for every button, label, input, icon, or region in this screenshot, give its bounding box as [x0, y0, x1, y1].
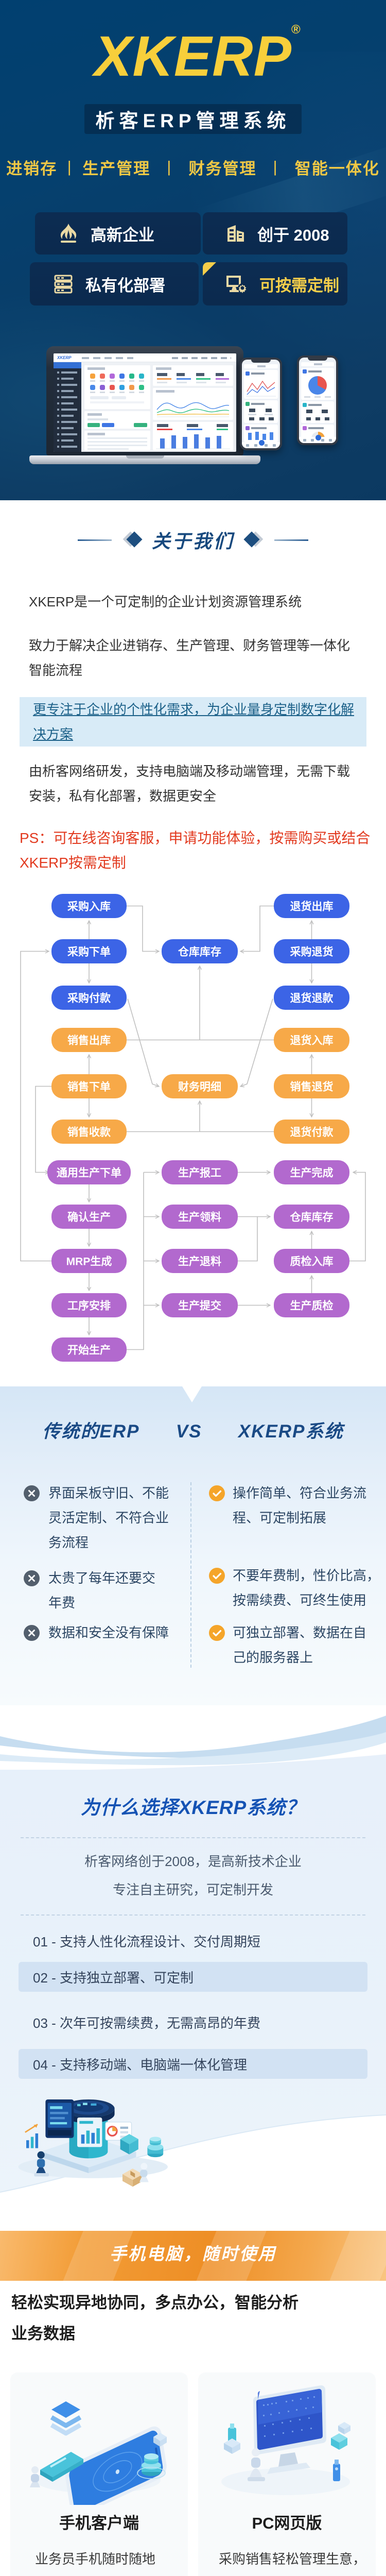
- svg-text:生产完成: 生产完成: [290, 1167, 334, 1179]
- svg-text:MRP生成: MRP生成: [66, 1256, 112, 1268]
- svg-text:生产退料: 生产退料: [178, 1256, 221, 1268]
- svg-text:开始生产: 开始生产: [67, 1344, 111, 1357]
- svg-text:生产提交: 生产提交: [178, 1300, 221, 1312]
- svg-text:退货出库: 退货出库: [290, 901, 334, 913]
- svg-text:生产质检: 生产质检: [290, 1300, 334, 1312]
- svg-text:质检入库: 质检入库: [290, 1256, 334, 1268]
- svg-text:采购下单: 采购下单: [67, 946, 111, 958]
- svg-text:仓库库存: 仓库库存: [178, 946, 221, 958]
- svg-text:仓库库存: 仓库库存: [290, 1211, 334, 1224]
- svg-text:采购退货: 采购退货: [290, 946, 334, 958]
- svg-text:退货退款: 退货退款: [290, 992, 334, 1005]
- svg-text:退货付款: 退货付款: [290, 1126, 334, 1139]
- svg-text:生产领料: 生产领料: [178, 1211, 221, 1224]
- svg-text:销售下单: 销售下单: [67, 1081, 111, 1093]
- svg-text:退货入库: 退货入库: [290, 1035, 334, 1047]
- svg-text:销售收款: 销售收款: [67, 1126, 111, 1139]
- svg-text:销售退货: 销售退货: [290, 1081, 334, 1093]
- svg-text:采购付款: 采购付款: [67, 992, 111, 1005]
- svg-text:工序安排: 工序安排: [67, 1300, 111, 1312]
- svg-text:采购入库: 采购入库: [67, 901, 111, 913]
- svg-text:财务明细: 财务明细: [178, 1081, 221, 1093]
- svg-text:生产报工: 生产报工: [178, 1167, 221, 1179]
- svg-text:销售出库: 销售出库: [67, 1035, 111, 1047]
- svg-text:确认生产: 确认生产: [67, 1211, 111, 1224]
- svg-text:通用生产下单: 通用生产下单: [57, 1167, 121, 1179]
